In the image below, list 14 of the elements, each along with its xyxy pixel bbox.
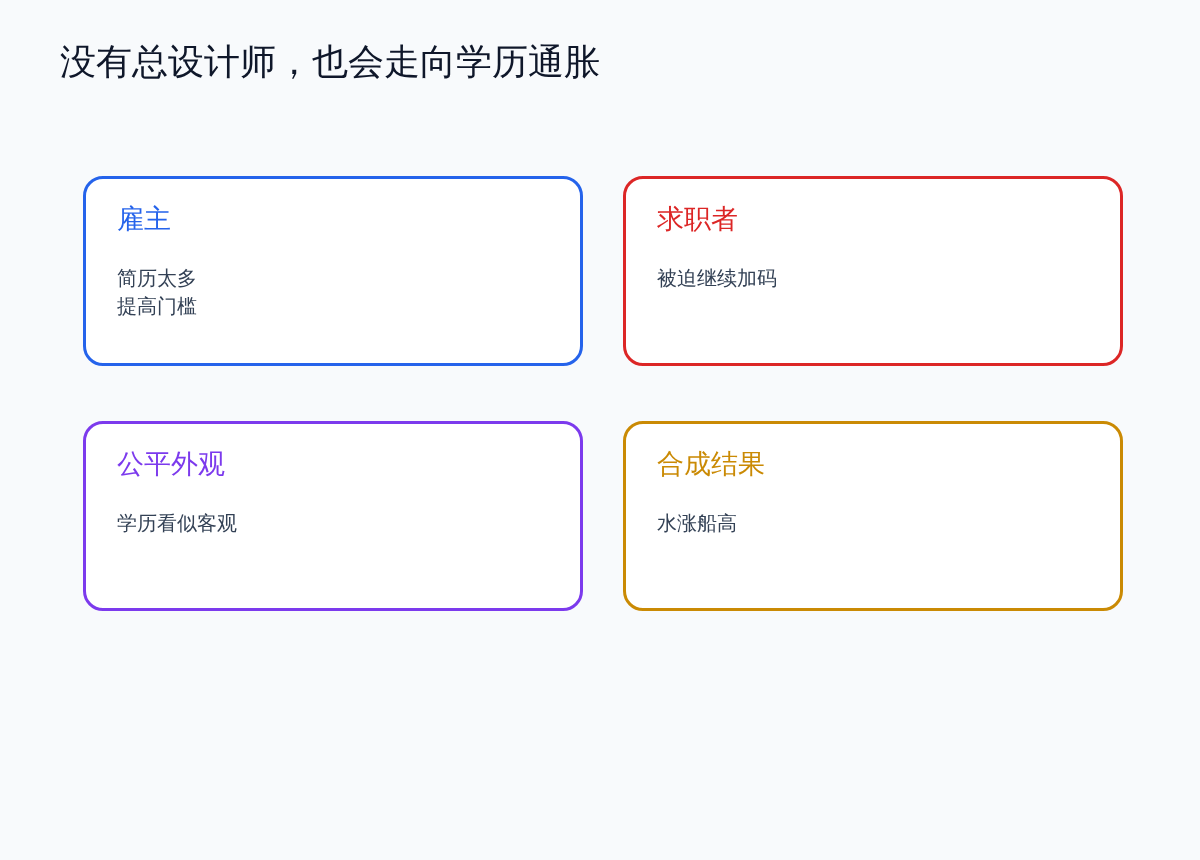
card-text: 简历太多 [117, 265, 197, 292]
card-heading: 合成结果 [657, 447, 765, 481]
card [623, 421, 1123, 611]
card-text: 被迫继续加码 [657, 265, 777, 292]
card [623, 176, 1123, 366]
title: 没有总设计师，也会走向学历通胀 [60, 40, 600, 84]
card-heading: 求职者 [657, 202, 738, 236]
card-heading: 雇主 [117, 202, 171, 236]
card [83, 176, 583, 366]
card-text: 水涨船高 [657, 510, 737, 537]
card-text: 学历看似客观 [117, 510, 237, 537]
card [83, 421, 583, 611]
card-heading: 公平外观 [117, 447, 225, 481]
card-text: 提高门槛 [117, 293, 197, 320]
